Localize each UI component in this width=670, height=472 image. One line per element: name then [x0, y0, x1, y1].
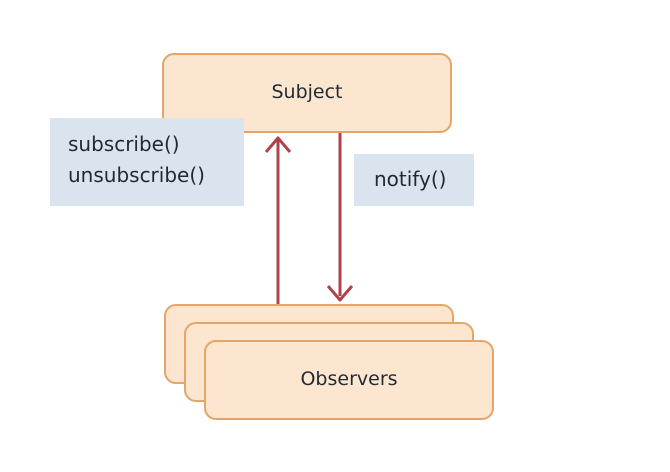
subject-label: Subject: [271, 81, 343, 103]
observers-label: Observers: [300, 368, 398, 390]
notify-label: notify(): [374, 167, 447, 191]
notify-note: notify(): [354, 154, 474, 206]
observer-box-front: Observers: [204, 340, 494, 420]
arrow-down-notify: [326, 133, 354, 302]
unsubscribe-label: unsubscribe(): [68, 163, 205, 187]
subscribe-label: subscribe(): [68, 132, 180, 156]
subscribe-note: subscribe() unsubscribe(): [50, 118, 244, 206]
arrow-up-subscribe: [264, 136, 292, 304]
